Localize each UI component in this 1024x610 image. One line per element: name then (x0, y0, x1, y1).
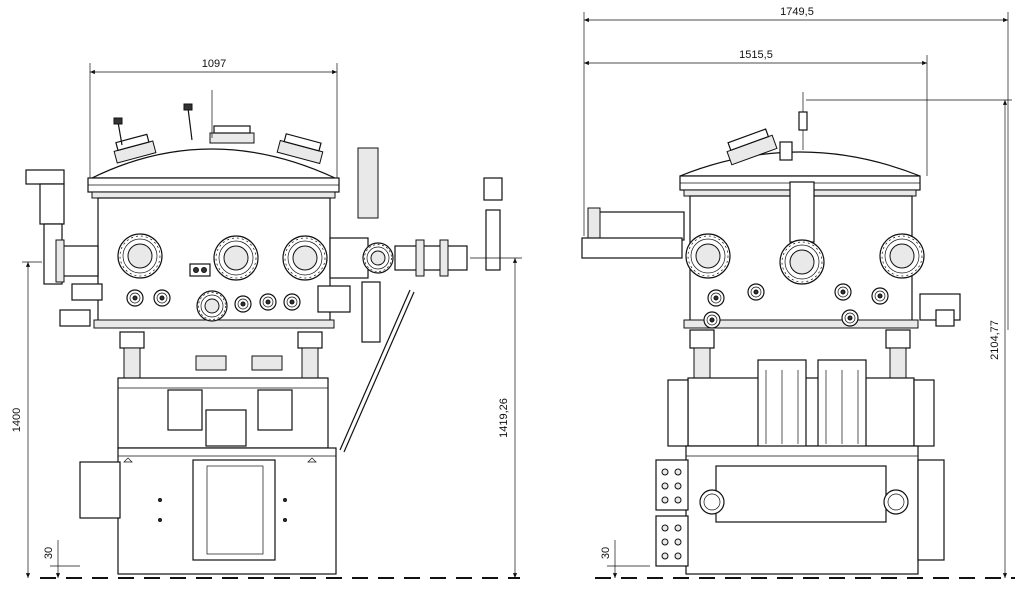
dim-side-total-height: 2104,77 (989, 320, 1001, 360)
dim-front-width: 1097 (202, 58, 226, 70)
front-view (25, 90, 503, 575)
dim-side-inner-width: 1515,5 (739, 49, 773, 61)
dimension-lines (22, 12, 1012, 578)
side-view (581, 92, 961, 575)
dim-front-height: 1400 (11, 408, 23, 432)
dim-front-arm-height: 1419,26 (498, 398, 510, 438)
dim-side-total-width: 1749,5 (780, 6, 814, 18)
dim-front-floor-offset: 30 (43, 547, 55, 559)
dim-side-floor-offset: 30 (600, 547, 612, 559)
